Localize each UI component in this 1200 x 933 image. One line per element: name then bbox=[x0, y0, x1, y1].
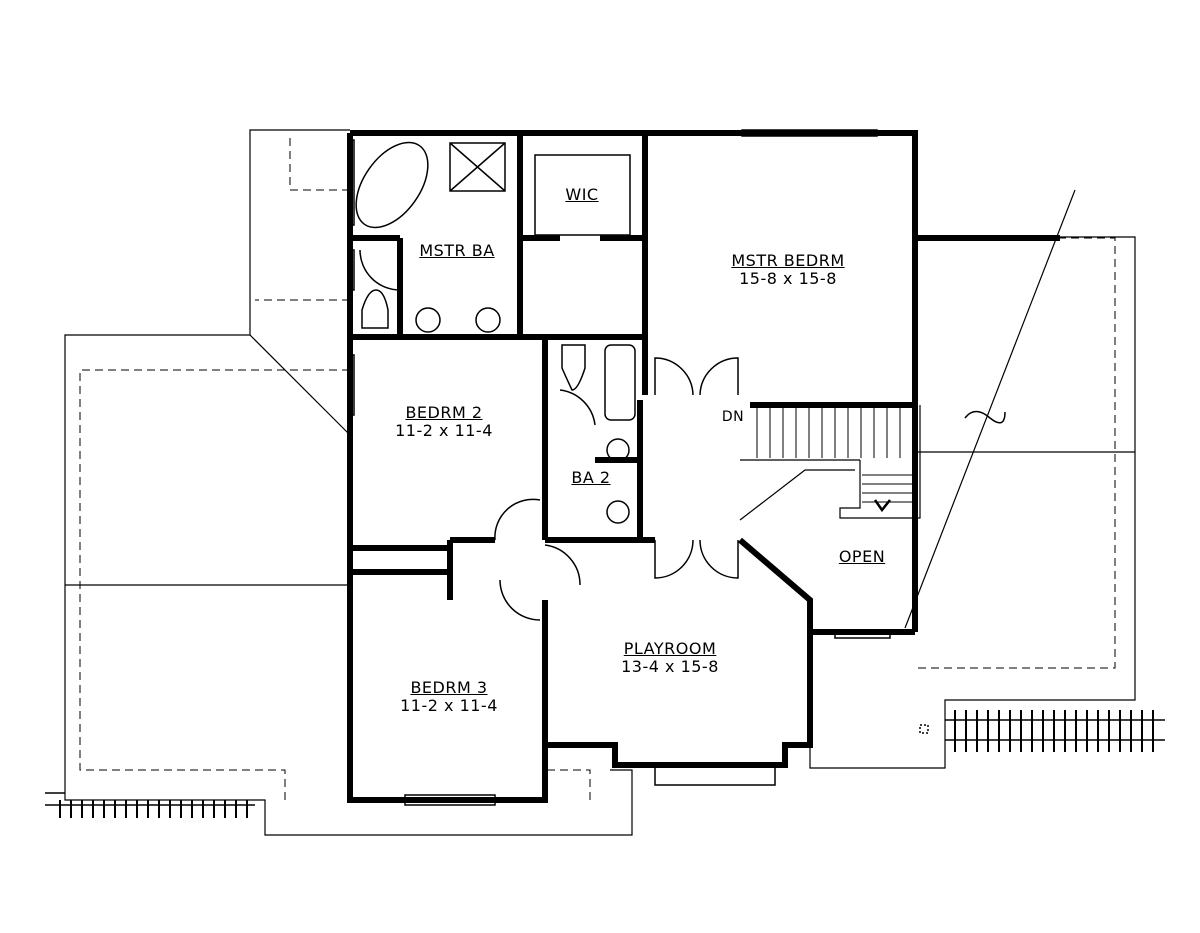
railing bbox=[45, 719, 1165, 806]
room-label-mstr-ba: MSTR BA bbox=[419, 241, 495, 260]
stairs-label: DN bbox=[721, 409, 745, 425]
roof-outline bbox=[64, 129, 1136, 836]
arrow-down-icon bbox=[873, 499, 891, 513]
landscape-symbol bbox=[964, 410, 1006, 424]
shower-icon bbox=[449, 142, 506, 192]
roof-dashed-outline bbox=[79, 135, 1116, 800]
room-label-ba2: BA 2 bbox=[571, 468, 611, 487]
room-label-open: OPEN bbox=[838, 547, 886, 566]
stairs bbox=[739, 405, 921, 521]
bathtub-icon bbox=[604, 344, 636, 421]
bathtub-icon bbox=[355, 141, 429, 229]
sink-icon bbox=[475, 307, 501, 333]
toilet-icon bbox=[561, 344, 586, 391]
stair-treads bbox=[756, 408, 912, 503]
walls bbox=[347, 130, 1060, 803]
sink-icon bbox=[606, 500, 630, 524]
fixtures bbox=[347, 129, 1006, 806]
sink-icon bbox=[606, 438, 630, 462]
room-label-wic: WIC bbox=[565, 185, 599, 204]
toilet-icon bbox=[361, 289, 389, 329]
sink-icon bbox=[415, 307, 441, 333]
door-swing bbox=[359, 249, 401, 291]
